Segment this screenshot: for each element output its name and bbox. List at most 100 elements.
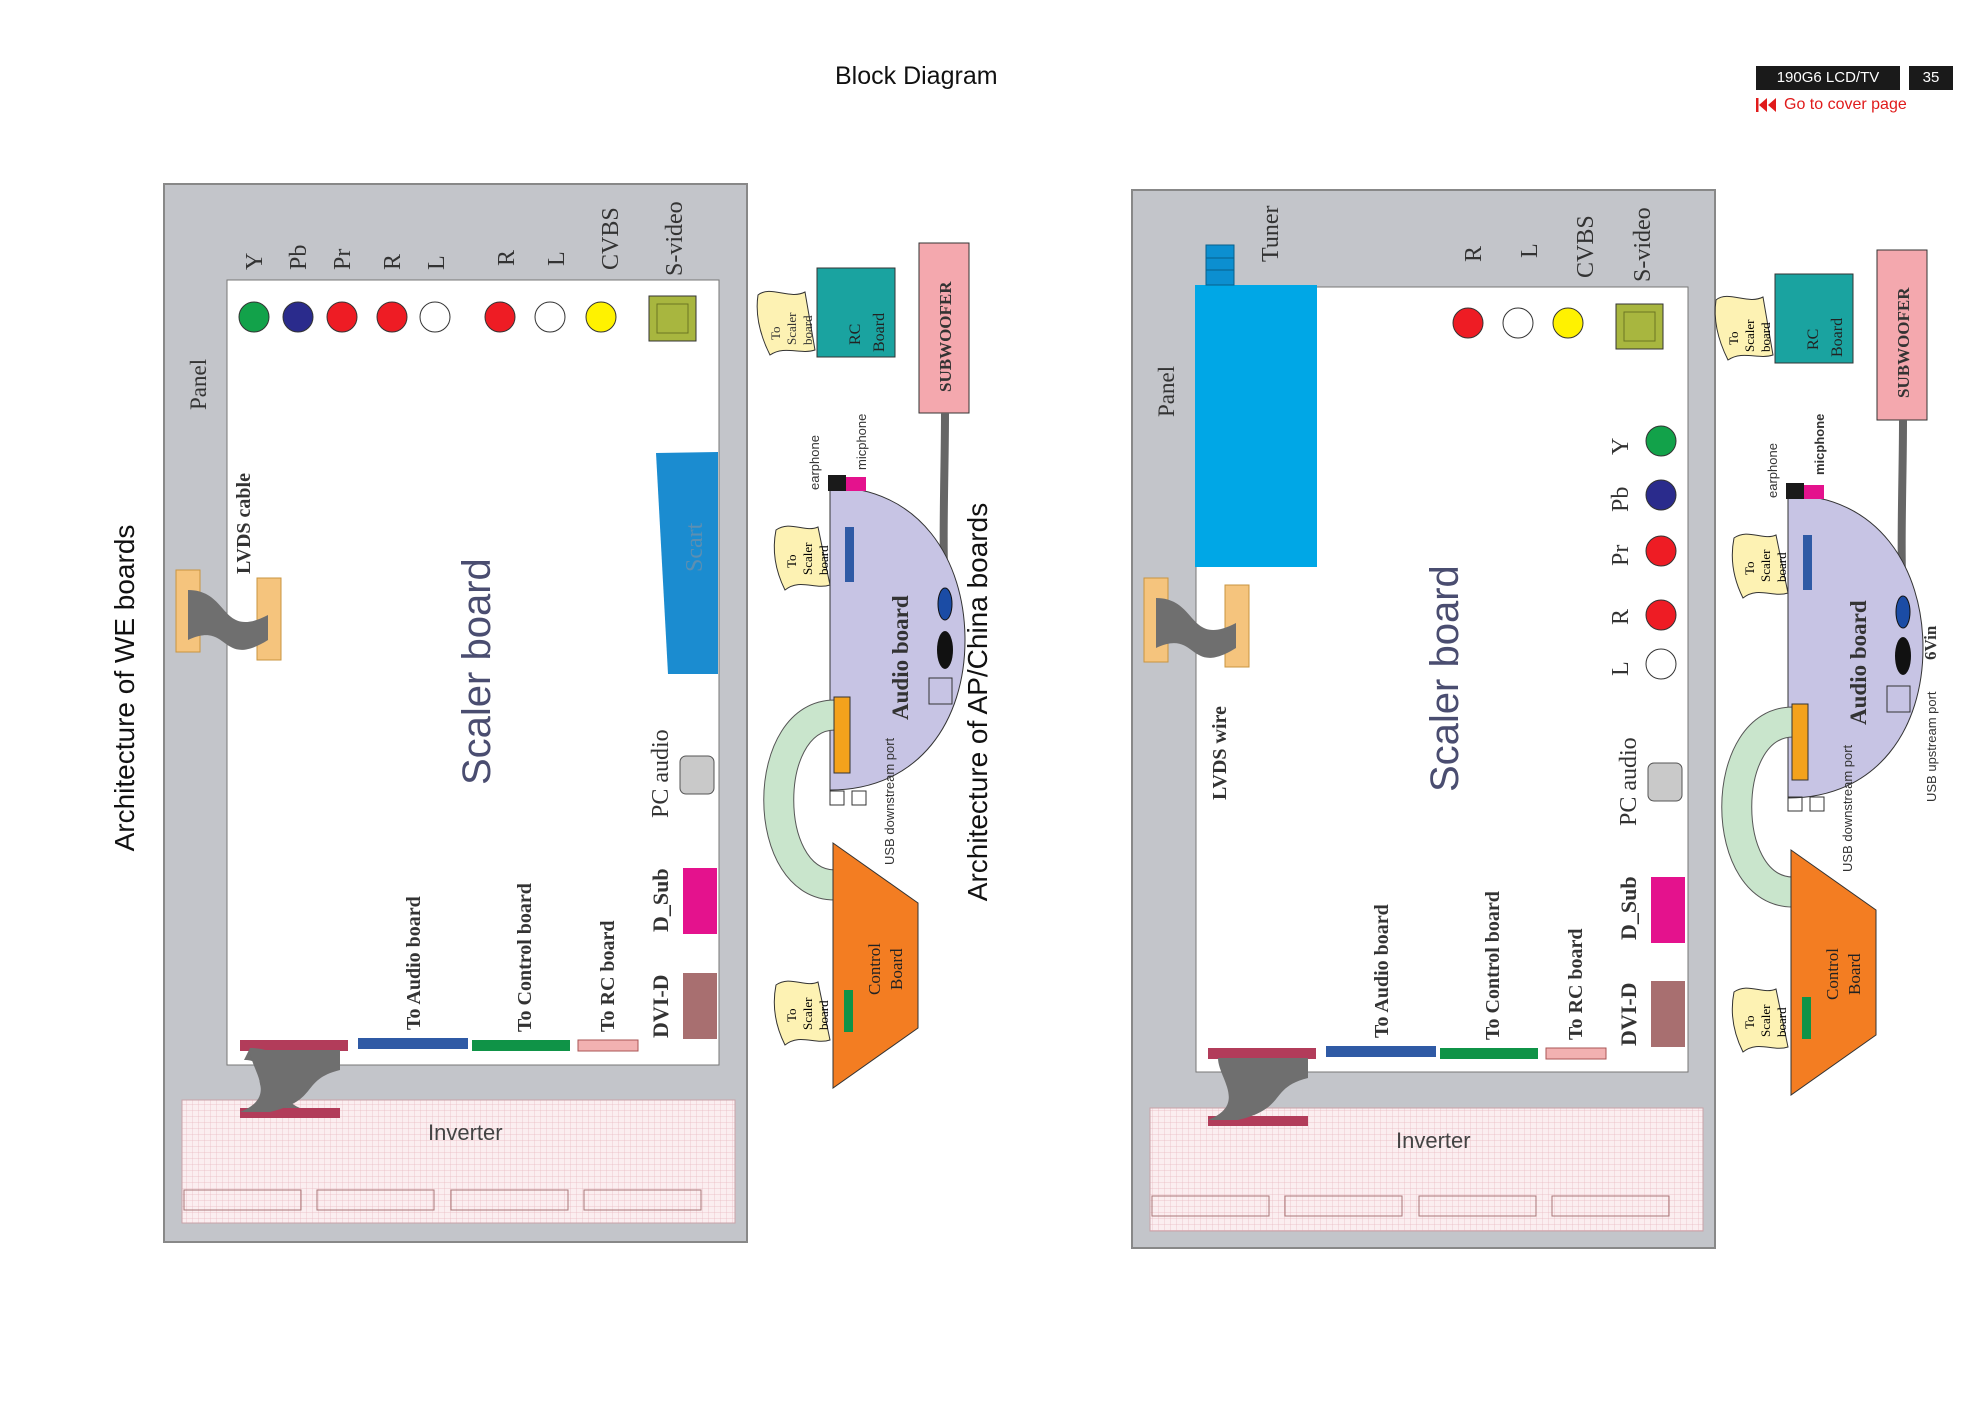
ap-dsub-port xyxy=(1651,877,1685,943)
ap-dsub-label: D_Sub xyxy=(1616,876,1641,940)
ap-usb-up: USB upstream port xyxy=(1924,691,1939,802)
svg-text:Scaler: Scaler xyxy=(800,542,815,575)
ap-peripherals: To Scaler board RC Board SUBWOOFER Audio… xyxy=(1714,249,1940,1096)
ap-conn-label-svideo: S-video xyxy=(1630,207,1656,282)
we-conn-label-r1: R xyxy=(380,254,406,270)
we-conn-label-r2: R xyxy=(494,250,520,266)
we-scaler-area xyxy=(226,279,720,1066)
svg-text:Board: Board xyxy=(871,313,888,352)
we-dsub-port xyxy=(683,868,717,934)
svg-text:Control: Control xyxy=(865,943,884,995)
ap-inverter-label: Inverter xyxy=(1396,1128,1471,1153)
ap-side-label-r: R xyxy=(1608,609,1634,625)
we-audio-board xyxy=(829,486,966,791)
ap-audio-label: Audio board xyxy=(1846,600,1871,725)
svg-text:To: To xyxy=(784,1008,799,1022)
ap-lvds-label: LVDS wire xyxy=(1209,706,1231,800)
svg-text:board: board xyxy=(1774,552,1789,582)
svg-text:To: To xyxy=(1726,331,1741,345)
we-inverter-label: Inverter xyxy=(428,1120,503,1145)
ap-inverter xyxy=(1149,1107,1704,1232)
svg-text:Scaler: Scaler xyxy=(800,997,815,1030)
ap-jack-l xyxy=(1502,307,1534,339)
we-rc-board xyxy=(816,267,896,358)
ap-control-board xyxy=(1790,849,1877,1096)
ap-jack-y xyxy=(1645,425,1677,457)
svg-text:To: To xyxy=(1742,1015,1757,1029)
svg-text:Scaler: Scaler xyxy=(1742,319,1757,352)
ap-pcaudio-jack xyxy=(1647,762,1683,802)
ap-diagram: Inverter Tuner Panel LVDS wire Scaler bo… xyxy=(1131,189,1716,1249)
we-jack-cvbs xyxy=(585,301,617,333)
we-jack-r2 xyxy=(484,301,516,333)
we-jack-pr xyxy=(326,301,358,333)
ap-scaler-label: Scaler board xyxy=(1423,565,1467,792)
we-control-board xyxy=(832,842,919,1089)
svg-text:To: To xyxy=(768,326,783,340)
we-conn-label-svideo: S-video xyxy=(662,201,688,276)
ap-tuner-label: Tuner xyxy=(1258,206,1284,262)
we-usb-down: USB downstream port xyxy=(882,737,897,865)
ap-pcaudio-label: PC audio xyxy=(1616,737,1642,826)
we-conn-label-pb: Pb xyxy=(286,245,312,270)
ap-side-label-y: Y xyxy=(1608,438,1634,455)
svg-text:Scaler: Scaler xyxy=(784,312,799,345)
we-pcaudio-label: PC audio xyxy=(648,729,674,818)
ap-jack-pb xyxy=(1645,479,1677,511)
ap-rc-board xyxy=(1774,273,1854,364)
svg-text:Board: Board xyxy=(1829,318,1846,357)
we-jack-l1 xyxy=(419,301,451,333)
we-jack-r1 xyxy=(376,301,408,333)
ap-subwoofer-label: SUBWOOFER xyxy=(1894,287,1913,398)
svg-text:To: To xyxy=(784,554,799,568)
we-subwoofer xyxy=(918,242,970,414)
svg-text:To: To xyxy=(1742,561,1757,575)
we-jack-l2 xyxy=(534,301,566,333)
we-to-audio: To Audio board xyxy=(403,896,425,1030)
cover-page-link[interactable]: Go to cover page xyxy=(1756,96,1907,114)
svg-text:board: board xyxy=(1774,1007,1789,1037)
svg-text:Scaler: Scaler xyxy=(1758,549,1773,582)
ap-earphone: earphone xyxy=(1765,443,1780,498)
we-dvi-label: DVI-D xyxy=(648,974,673,1038)
svg-text:RC: RC xyxy=(847,324,864,345)
we-audio-label: Audio board xyxy=(888,595,913,720)
we-conn-label-y: Y xyxy=(242,253,268,270)
page-title: Block Diagram xyxy=(835,62,998,90)
model-badge: 190G6 LCD/TV xyxy=(1756,66,1900,90)
we-to-rc: To RC board xyxy=(597,920,619,1032)
we-diagram: Inverter Panel LVDS cable Scaler board Y… xyxy=(163,183,748,1243)
we-conn-label-l2: L xyxy=(544,251,570,266)
svg-text:Scaler: Scaler xyxy=(1758,1004,1773,1037)
we-scart xyxy=(656,452,718,674)
svg-text:board: board xyxy=(1758,322,1773,352)
ap-jack-l2 xyxy=(1645,648,1677,680)
we-conn-label-l1: L xyxy=(424,255,450,270)
ap-conn-label-cvbs: CVBS xyxy=(1573,215,1599,278)
we-conn-label-cvbs: CVBS xyxy=(598,207,624,270)
we-to-control: To Control board xyxy=(514,883,536,1032)
we-earphone: earphone xyxy=(807,435,822,490)
ap-to-audio: To Audio board xyxy=(1371,904,1393,1038)
ap-conn-label-r: R xyxy=(1461,246,1487,262)
svg-text:Board: Board xyxy=(1845,953,1864,995)
svg-text:board: board xyxy=(800,315,815,345)
ap-dvi-port xyxy=(1651,981,1685,1047)
ap-usb-down: USB downstream port xyxy=(1840,744,1855,872)
we-jack-y xyxy=(238,301,270,333)
ap-to-rc: To RC board xyxy=(1565,928,1587,1040)
we-micphone: micphone xyxy=(854,414,869,470)
svg-text:board: board xyxy=(816,1000,831,1030)
ap-panel-label: Panel xyxy=(1154,366,1179,417)
we-lvds-label: LVDS cable xyxy=(233,473,255,574)
ap-tuner xyxy=(1195,285,1317,567)
ap-side-label-pb: Pb xyxy=(1608,487,1634,512)
svg-text:RC: RC xyxy=(1805,329,1822,350)
ap-jack-r2 xyxy=(1645,599,1677,631)
we-subwoofer-label: SUBWOOFER xyxy=(936,281,955,392)
page-number-badge: 35 xyxy=(1909,66,1953,90)
we-conn-label-pr: Pr xyxy=(330,249,356,270)
we-scart-label: Scart xyxy=(682,522,708,572)
svg-text:Board: Board xyxy=(887,948,906,990)
